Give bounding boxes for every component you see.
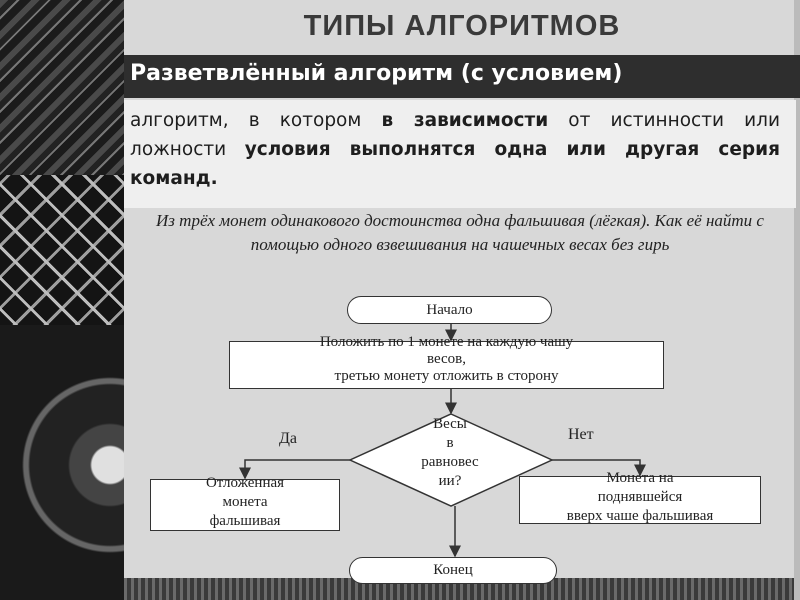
no-result-line-1: Монета на: [606, 470, 674, 486]
decorative-right-edge: [794, 0, 800, 600]
flowchart-process-step: Положить по 1 монете на каждую чашу весо…: [229, 334, 664, 389]
flowchart-end: Конец: [349, 557, 557, 584]
flowchart-no-result: Монета на поднявшейся вверх чаше фальшив…: [519, 470, 761, 524]
start-label: Начало: [426, 302, 473, 318]
decision-line-2: в: [446, 435, 454, 451]
decision-text: Весы в равновес ии?: [395, 415, 505, 491]
definition-part-1: алгоритм, в котором: [130, 110, 382, 131]
definition-bold-1: в зависимости: [381, 110, 549, 131]
definition-part-2: от истинности или ложности: [130, 110, 781, 160]
definition-bold-2: условия выполнятся одна или другая серия…: [130, 139, 780, 189]
yes-result-line-3: фальшивая: [209, 513, 281, 529]
slide-title: ТИПЫ АЛГОРИТМОВ: [303, 10, 621, 42]
yes-result-line-1: Отложенная: [205, 475, 285, 491]
step-line-1: Положить по 1 монете на каждую чашу: [319, 334, 574, 350]
heading-text: Разветвлённый алгоритм (с условием): [130, 61, 623, 86]
step-line-2: весов,: [426, 351, 467, 367]
definition-box: алгоритм, в котором в зависимости от ист…: [124, 100, 796, 208]
no-result-line-2: поднявшейся: [597, 489, 683, 505]
decision-line-3: равновес: [421, 454, 479, 470]
flowchart-start: Начало: [347, 296, 552, 324]
heading-bar: Разветвлённый алгоритм (с условием): [124, 55, 800, 98]
decorative-bottom-strip: [124, 578, 800, 600]
step-line-3: третью монету отложить в сторону: [334, 368, 559, 384]
yes-branch-label: Да: [279, 430, 298, 447]
problem-statement: Из трёх монет одинакового достоинства од…: [156, 211, 764, 254]
decision-line-1: Весы: [433, 416, 467, 432]
flowchart-yes-result: Отложенная монета фальшивая: [150, 475, 340, 531]
end-label: Конец: [433, 562, 473, 578]
decorative-speaker: [0, 325, 124, 600]
definition-text: алгоритм, в котором в зависимости от ист…: [130, 106, 780, 193]
no-result-line-3: вверх чаше фальшивая: [566, 508, 714, 524]
yes-result-line-2: монета: [222, 494, 268, 510]
decision-line-4: ии?: [438, 473, 462, 489]
decision-diamond: [348, 413, 554, 507]
no-branch-label: Нет: [568, 426, 594, 443]
decorative-pattern-top: [0, 0, 124, 175]
decorative-photo-strip: [0, 0, 124, 600]
decorative-grille: [0, 175, 124, 325]
